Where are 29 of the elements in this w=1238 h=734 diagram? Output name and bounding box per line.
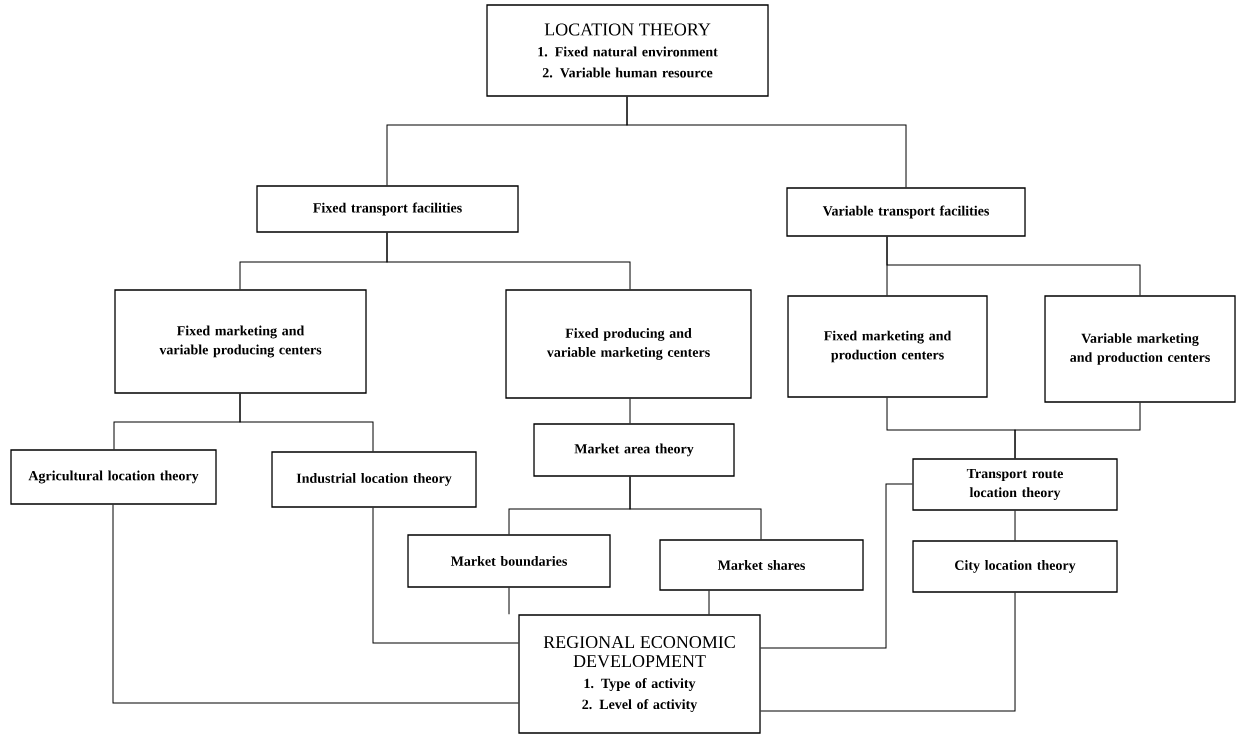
connector-line — [239, 393, 374, 452]
concept-box: Transport route location theory — [912, 458, 1118, 511]
connector-line — [1014, 402, 1141, 459]
concept-box: Fixed marketing and variable producing centers — [114, 289, 367, 394]
connector-line — [629, 398, 631, 424]
concept-box: Agricultural location theory — [10, 449, 217, 505]
concept-box: Market shares — [659, 539, 864, 591]
connector-line — [760, 483, 913, 649]
concept-box: City location theory — [912, 540, 1118, 593]
connector-line — [386, 232, 631, 290]
concept-box: Variable transport facilities — [786, 187, 1026, 237]
connector-line — [708, 590, 710, 615]
concept-box: Industrial location theory — [271, 451, 477, 508]
concept-box: LOCATION THEORY 1. Fixed natural environment 2. Variable human resource — [486, 4, 769, 97]
concept-box: Fixed producing and variable marketing centers — [505, 289, 752, 399]
concept-box: Fixed marketing and production centers — [787, 295, 988, 398]
connector-line — [629, 476, 762, 540]
concept-box: Market area theory — [533, 423, 735, 477]
connector-line — [1014, 510, 1016, 541]
connector-line — [626, 96, 907, 188]
connector-line — [508, 587, 510, 615]
connector-line — [760, 592, 1016, 712]
connector-line — [886, 236, 1141, 296]
connector-line — [112, 504, 519, 704]
concept-box: REGIONAL ECONOMIC DEVELOPMENT 1. Type of activity 2. Level of activity — [518, 614, 761, 734]
concept-box: Market boundaries — [407, 534, 611, 588]
concept-box: Variable marketing and production centers — [1044, 295, 1236, 403]
connector-line — [372, 507, 519, 644]
concept-box: Fixed transport facilities — [256, 185, 519, 233]
